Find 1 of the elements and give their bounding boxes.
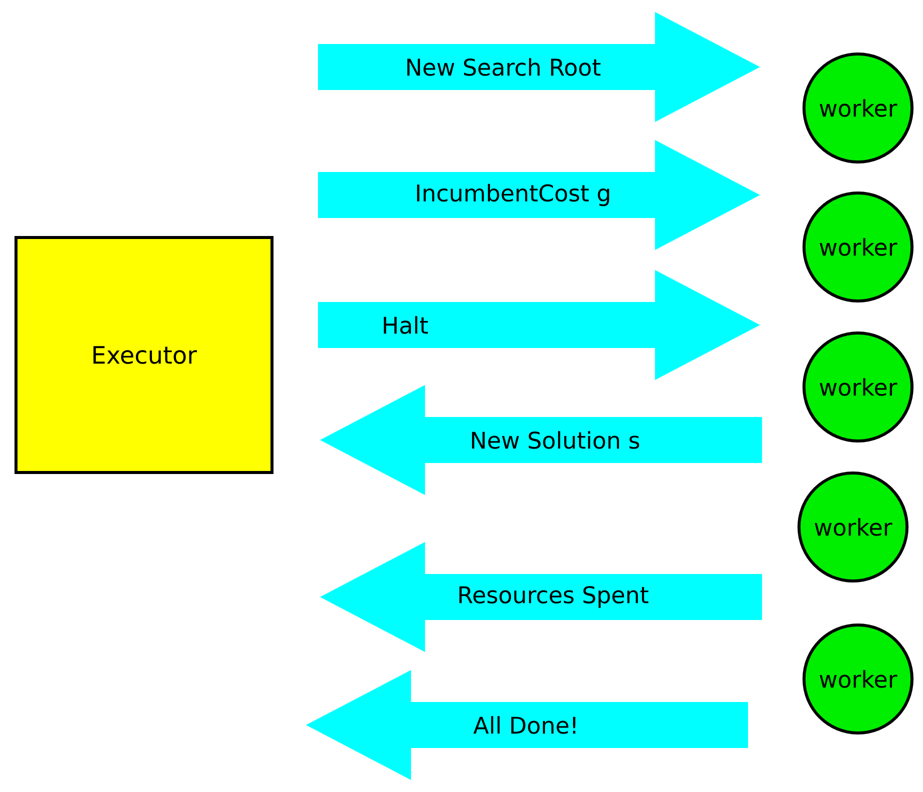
executor-box: Executor [14,236,274,474]
